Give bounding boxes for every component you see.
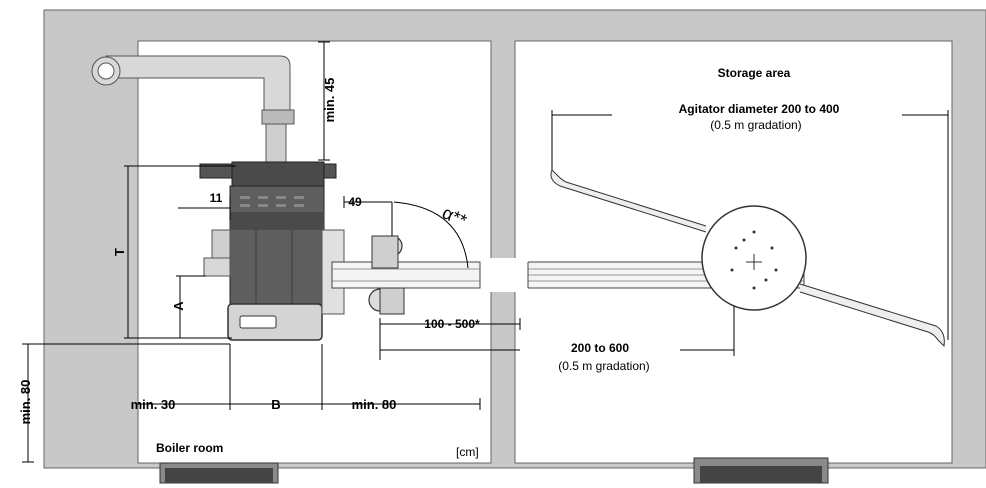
label-agitator-grad: (0.5 m gradation) (710, 118, 801, 132)
flue-pipe-body (105, 55, 291, 121)
flue-pipe-elbow-inner (97, 62, 115, 80)
drive-gear-bottom (379, 287, 405, 315)
label-range100: 100 - 500* (424, 317, 480, 331)
door-boiler-inner (165, 468, 273, 483)
agitator (550, 169, 945, 348)
label-alpha: α** (439, 202, 470, 230)
boiler-vents (240, 196, 304, 207)
flue-pipe-base (265, 123, 287, 163)
label-11: 11 (210, 191, 223, 205)
label-T: T (112, 248, 127, 256)
label-boiler-room: Boiler room (156, 441, 223, 455)
conveyor-left (331, 261, 481, 289)
agitator-arm-left (550, 169, 707, 233)
walls (43, 9, 986, 484)
label-A: A (171, 301, 186, 311)
label-min80-vertical: min. 80 (18, 380, 33, 425)
label-agitator: Agitator diameter 200 to 400 (679, 102, 840, 116)
conveyor-wall-gap (480, 258, 528, 292)
boiler-side-box-lower (203, 257, 231, 277)
label-range200: 200 to 600 (571, 341, 629, 355)
label-range200-grad: (0.5 m gradation) (558, 359, 649, 373)
boiler-unit (199, 161, 345, 341)
label-min80-horizontal: min. 80 (352, 397, 397, 412)
label-B: B (271, 397, 280, 412)
label-min45: min. 45 (322, 78, 337, 123)
drive-gear-top (371, 235, 399, 269)
dimension-lines (22, 41, 949, 463)
flue-pipe-collar (261, 109, 295, 125)
flue-pipe (91, 55, 295, 163)
door-storage-inner (700, 466, 822, 483)
wall-outer (43, 9, 986, 469)
boiler-body-stripe (230, 212, 324, 230)
boiler-side-box (211, 229, 231, 263)
boiler-display (239, 315, 277, 329)
agitator-arm-right (799, 283, 945, 348)
boiler-top-block (231, 161, 325, 189)
label-49: 49 (348, 195, 362, 209)
label-min30: min. 30 (131, 397, 176, 412)
label-storage-area: Storage area (718, 66, 791, 80)
label-unit: [cm] (456, 445, 479, 459)
